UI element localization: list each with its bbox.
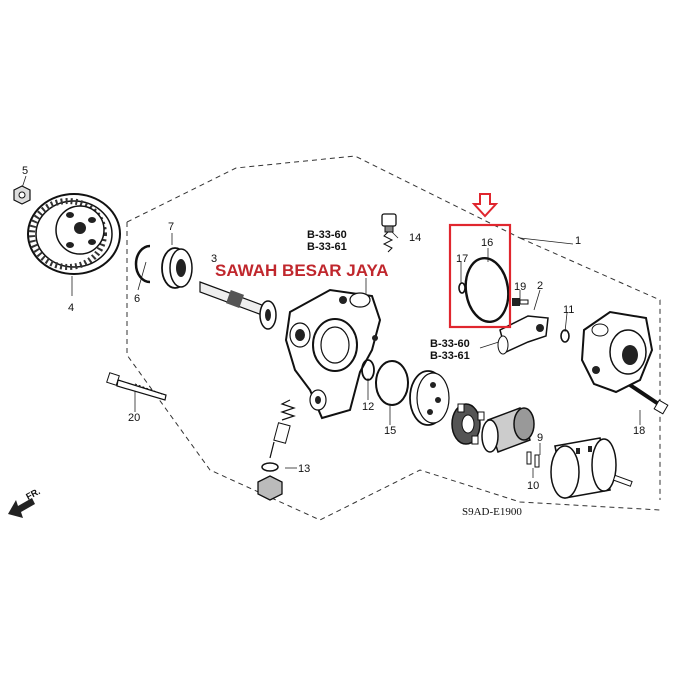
snap-ring (134, 244, 151, 284)
ref-label-b-61: B-33-61 (430, 350, 470, 362)
part-label-15: 15 (384, 425, 396, 437)
nut (13, 185, 31, 205)
flow-valve (269, 399, 296, 459)
part-label-18: 18 (633, 425, 645, 437)
pump-cover (580, 310, 654, 394)
ref-label-a-61: B-33-61 (307, 241, 347, 253)
bearing (161, 247, 193, 289)
part-label-9: 9 (537, 432, 543, 444)
part-label-5: 5 (22, 165, 28, 177)
o-ring-16 (464, 256, 510, 324)
cam-ring (481, 407, 535, 453)
part-label-14: 14 (409, 232, 421, 244)
outlet-fitting (497, 315, 549, 355)
rear-housing (550, 437, 633, 499)
pulley (27, 193, 121, 275)
part-label-13: 13 (298, 463, 310, 475)
part-label-16: 16 (481, 237, 493, 249)
bolt-18 (628, 383, 669, 415)
fr-arrow-icon (8, 498, 35, 518)
highlight-box (448, 223, 512, 329)
bolt-long (106, 372, 167, 401)
ref-label-a-60: B-33-60 (307, 229, 347, 241)
o-ring-11 (560, 329, 570, 343)
part-label-17: 17 (456, 253, 468, 265)
part-label-3: 3 (211, 253, 217, 265)
ref-label-b-60: B-33-60 (430, 338, 470, 350)
part-label-12: 12 (362, 401, 374, 413)
pins (526, 451, 540, 468)
watermark-text: SAWAH BESAR JAYA (215, 261, 389, 280)
pressure-plate (409, 370, 450, 426)
rotor (451, 403, 485, 445)
part-label-4: 4 (68, 302, 74, 314)
pump-body (284, 288, 382, 420)
part-label-7: 7 (168, 221, 174, 233)
part-label-11: 11 (563, 304, 574, 316)
relief-plug (381, 213, 397, 253)
part-label-1: 1 (575, 235, 581, 247)
assembly-frame (126, 155, 661, 521)
down-arrow-icon (471, 193, 499, 218)
direction-label: FR. (24, 486, 41, 502)
part-label-6: 6 (134, 293, 140, 305)
part-label-10: 10 (527, 480, 539, 492)
seal-17 (458, 282, 466, 294)
shaft (199, 281, 277, 330)
washer-plug (257, 462, 283, 501)
part-label-20: 20 (128, 412, 140, 424)
part-labels: 1 2 3 4 5 6 7 9 10 11 12 13 14 15 16 17 … (22, 165, 645, 492)
bolt-small (512, 298, 529, 306)
part-label-19: 19 (514, 281, 526, 293)
diagram-code: S9AD-E1900 (462, 506, 522, 518)
part-label-2: 2 (537, 280, 543, 292)
o-ring-large (375, 360, 409, 406)
o-ring-small (361, 359, 375, 381)
reference-labels: B-33-60 B-33-61 B-33-60 B-33-61 (307, 229, 470, 362)
